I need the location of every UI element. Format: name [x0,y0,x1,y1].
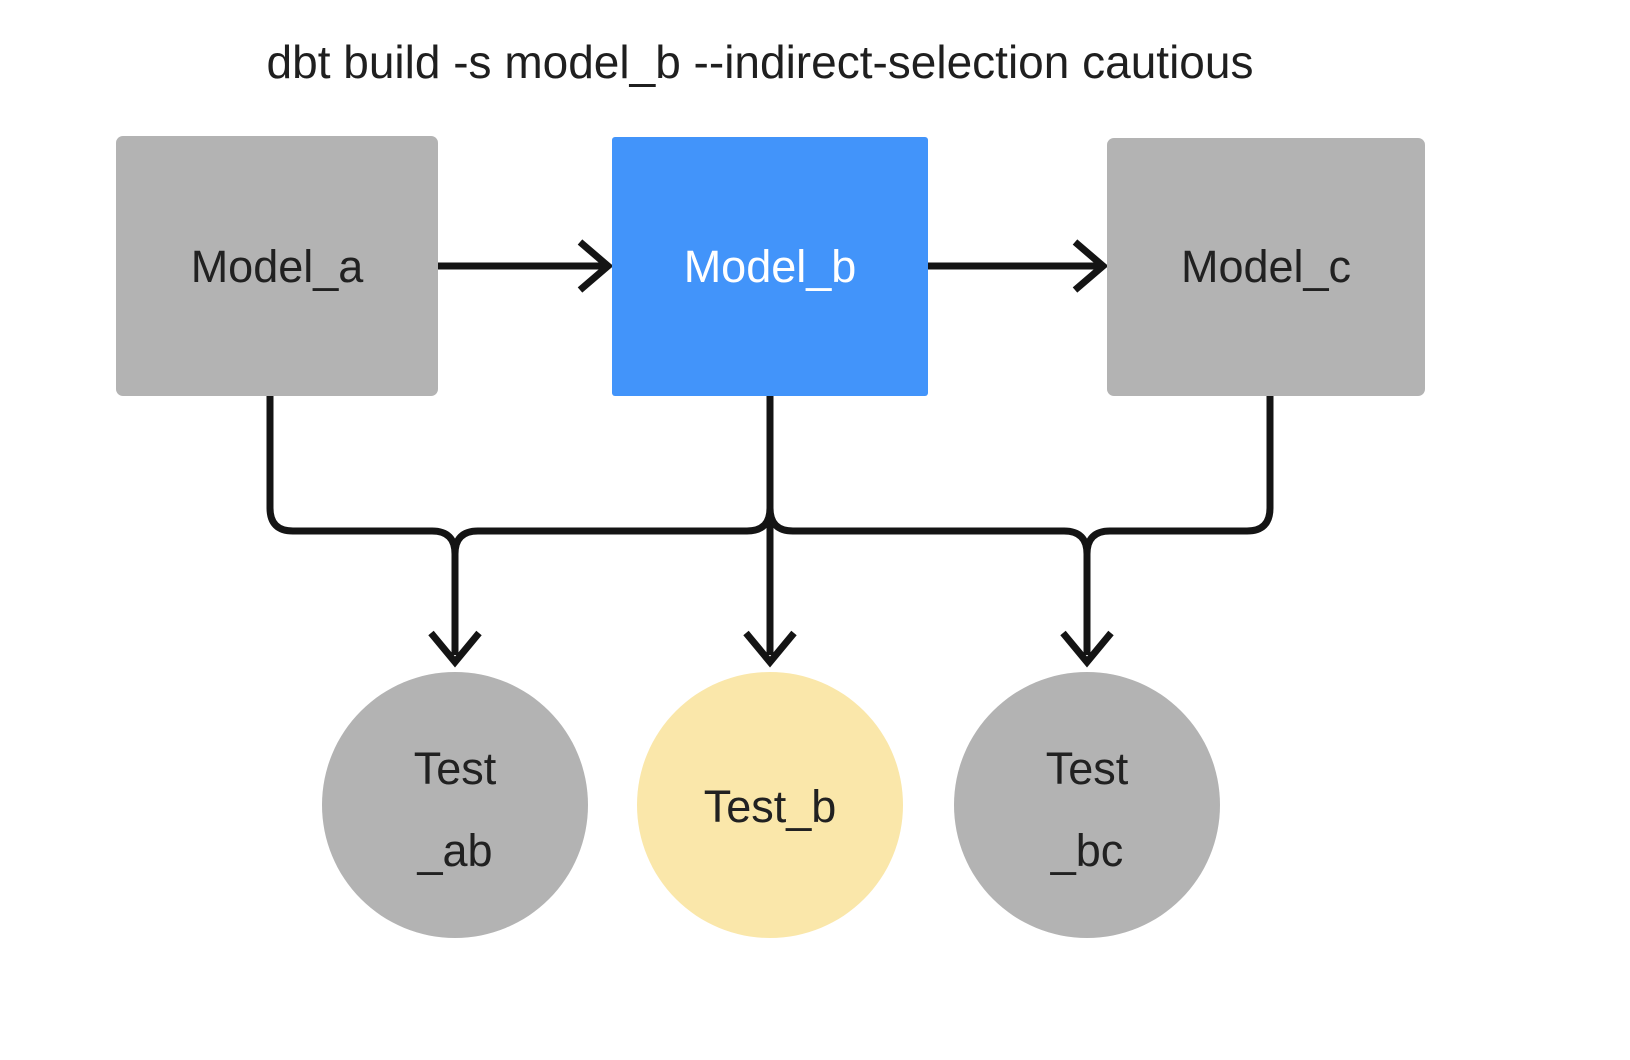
arrow-head-icon [1060,630,1114,668]
edge-model-b-to-test-b [743,396,797,668]
node-test-ab[interactable]: Test _ab [322,672,588,938]
diagram-title: dbt build -s model_b --indirect-selectio… [267,36,1254,88]
node-model-b[interactable]: Model_b [612,137,928,396]
node-label-model-c: Model_c [1181,241,1351,292]
node-label-test-bc-line1: Test [1046,743,1129,794]
node-shape-circle[interactable] [322,672,588,938]
arrow-head-icon [577,239,614,293]
edge-line [451,396,774,555]
node-model-a[interactable]: Model_a [116,136,438,396]
edge-model-b-to-model-c [928,239,1109,293]
node-test-bc[interactable]: Test _bc [954,672,1220,938]
edge-line [766,507,1091,655]
edge-model-c-to-test-bc [1083,396,1274,555]
node-label-model-b: Model_b [684,241,857,292]
edge-line [1083,396,1274,555]
node-label-test-ab-line2: _ab [416,825,492,876]
node-shape-rectangle[interactable] [1107,138,1425,396]
node-model-c[interactable]: Model_c [1107,138,1425,396]
arrow-head-icon [743,630,797,668]
arrow-head-icon [1072,239,1109,293]
node-shape-circle[interactable] [954,672,1220,938]
edge-line [266,396,459,655]
edge-model-b-to-test-bc [766,507,1114,668]
edge-model-b-to-test-ab [451,396,774,555]
node-label-model-a: Model_a [191,241,365,292]
node-test-b[interactable]: Test_b [637,672,903,938]
edge-model-a-to-test-ab [266,396,482,668]
node-label-test-ab-line1: Test [414,743,497,794]
edge-model-a-to-model-b [438,239,614,293]
arrow-head-icon [428,630,482,668]
node-shape-circle[interactable] [637,672,903,938]
node-label-test-bc-line2: _bc [1050,825,1124,876]
node-shape-rectangle[interactable] [116,136,438,396]
node-label-test-b: Test_b [704,781,837,832]
node-shape-rectangle[interactable] [612,137,928,396]
